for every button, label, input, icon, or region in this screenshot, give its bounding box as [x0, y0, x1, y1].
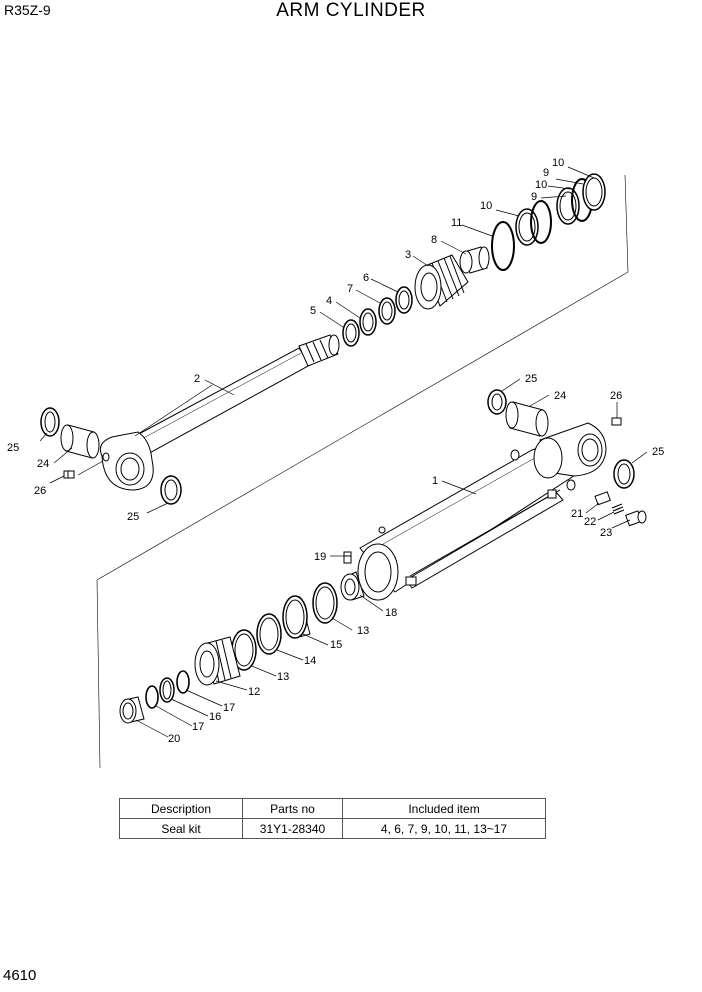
cell-included-item: 4, 6, 7, 9, 10, 11, 13~17 [342, 818, 546, 839]
grease-nipple-26-right [611, 417, 622, 426]
callout-6: 6 [363, 272, 369, 284]
callout-13-b: 13 [277, 671, 289, 683]
callout-2: 2 [194, 373, 200, 385]
callout-14: 14 [304, 655, 316, 667]
o-ring-17-b [145, 685, 159, 709]
callout-24-left: 24 [37, 458, 49, 470]
callout-3: 3 [405, 249, 411, 261]
callout-26-left: 26 [34, 485, 46, 497]
seal-ring-7 [378, 297, 396, 325]
dust-ring-25-left-b [160, 475, 182, 505]
callout-10-mid: 10 [535, 179, 547, 191]
backup-ring-10-c [582, 173, 606, 211]
bushing-8 [459, 246, 490, 274]
callout-1: 1 [432, 475, 438, 487]
column-header-parts-no: Parts no [242, 798, 343, 819]
cell-parts-no: 31Y1-28340 [242, 818, 343, 839]
callout-23: 23 [600, 527, 612, 539]
callout-17-b: 17 [192, 721, 204, 733]
callout-9-mid: 9 [531, 191, 537, 203]
check-valve-21 [594, 491, 611, 506]
callout-22: 22 [584, 516, 596, 528]
ring-13-b [231, 629, 257, 671]
page-number: 4610 [3, 967, 37, 984]
callout-21: 21 [571, 508, 583, 520]
callout-9-top: 9 [543, 167, 549, 179]
ring-13-a [312, 582, 338, 624]
callout-20: 20 [168, 733, 180, 745]
callout-18: 18 [385, 607, 397, 619]
cushion-ring-20 [119, 696, 145, 724]
cell-description: Seal kit [119, 818, 243, 839]
callout-12: 12 [248, 686, 260, 698]
spring-22 [611, 503, 625, 515]
column-header-included-item: Included item [342, 798, 546, 819]
callout-labels: 1 2 3 4 5 6 7 8 9 9 10 10 10 11 12 13 13… [7, 157, 664, 745]
callout-4: 4 [326, 295, 332, 307]
model-code: R35Z-9 [4, 2, 51, 18]
callout-11: 11 [451, 217, 462, 229]
o-ring-9-a [530, 200, 552, 244]
callout-25-right-a: 25 [525, 373, 537, 385]
callout-10-low: 10 [480, 200, 492, 212]
o-ring-17-a [176, 670, 190, 694]
table-header-row: Description Parts no Included item [119, 798, 546, 819]
callout-25-left-a: 25 [7, 442, 19, 454]
set-screw-19 [343, 551, 352, 564]
callout-7: 7 [347, 283, 353, 295]
callout-10-top: 10 [552, 157, 564, 169]
bushing-24-right [505, 401, 549, 437]
callout-17-a: 17 [223, 702, 235, 714]
backup-ring-10-b [556, 187, 580, 225]
seal-ring-5 [342, 319, 360, 347]
callout-15: 15 [330, 639, 342, 651]
callout-16: 16 [209, 711, 221, 723]
backup-ring-16 [159, 677, 175, 703]
callout-13-a: 13 [357, 625, 369, 637]
dust-ring-25-right-b [613, 459, 635, 489]
callout-8: 8 [431, 234, 437, 246]
callout-25-left-b: 25 [127, 511, 139, 523]
gland-3 [414, 254, 469, 310]
dust-ring-25-right-a [487, 389, 507, 415]
callout-19: 19 [314, 551, 326, 563]
plug-23 [625, 510, 647, 527]
o-ring-11 [491, 221, 515, 271]
table-row: Seal kit 31Y1-28340 4, 6, 7, 9, 10, 11, … [119, 818, 546, 839]
callout-25-right-b: 25 [652, 446, 664, 458]
assembly-frame [96, 174, 629, 769]
dust-ring-25-left-a [40, 407, 60, 437]
grease-nipple-26-left [63, 470, 75, 479]
piston-rod-part [99, 334, 340, 491]
callout-26-right: 26 [610, 390, 622, 402]
seal-ring-6 [395, 286, 413, 314]
seal-ring-4 [359, 308, 377, 336]
cylinder-tube-1 [357, 422, 607, 601]
leader-lines [39, 166, 648, 738]
callout-5: 5 [310, 305, 316, 317]
piston-12 [194, 636, 241, 686]
bushing-24-left [60, 424, 100, 459]
column-header-description: Description [119, 798, 243, 819]
ring-14 [256, 613, 282, 655]
page-title: ARM CYLINDER [276, 0, 426, 21]
seal-kit-table: Description Parts no Included item Seal … [119, 798, 546, 839]
wear-ring-15 [282, 595, 311, 639]
callout-24-right: 24 [554, 390, 566, 402]
nut-18 [340, 571, 365, 601]
